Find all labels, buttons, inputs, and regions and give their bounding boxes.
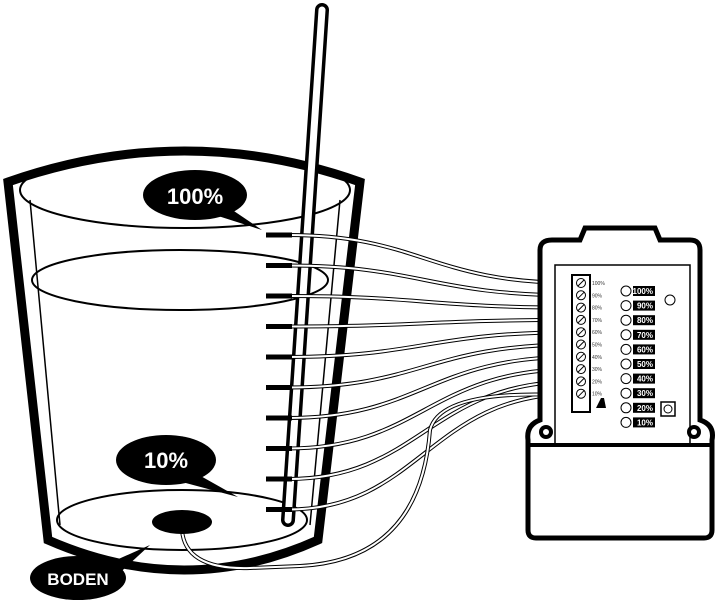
- level-led: [620, 343, 632, 355]
- callout-100-text: 100%: [167, 184, 223, 209]
- led-label: 100%: [633, 287, 653, 296]
- sensor-pin: [266, 232, 292, 238]
- sensor-pin: [266, 446, 292, 451]
- power-led: [664, 294, 676, 306]
- sensor-wires: [287, 233, 576, 512]
- callout-10-text: 10%: [144, 448, 188, 473]
- level-led: [620, 329, 632, 341]
- terminal-label: 100%: [592, 281, 605, 287]
- led-label: 60%: [637, 345, 653, 354]
- reset-button[interactable]: [660, 401, 676, 417]
- led-label-bg: [633, 329, 655, 340]
- led-label: 10%: [637, 418, 653, 427]
- sensor-pin: [266, 354, 292, 360]
- led-label-bg: [633, 417, 655, 428]
- controller-device: 100% 90% 80% 70% 60% 50% 40% 30% 20% 10% 100% 90% 8…: [525, 225, 715, 541]
- led-label: 30%: [637, 389, 653, 398]
- led-label-bg: [633, 344, 655, 355]
- led-label-bg: [633, 373, 655, 384]
- led-label: 40%: [637, 375, 653, 384]
- ground-probe: [152, 510, 212, 534]
- led-label-bg: [633, 300, 655, 311]
- terminal-label: 50%: [592, 343, 603, 349]
- terminal-label: 10%: [592, 392, 603, 398]
- led-label: 50%: [637, 360, 653, 369]
- terminal-label: 30%: [592, 367, 603, 373]
- led-label-bg: [633, 315, 655, 326]
- led-label-bg: [633, 286, 655, 296]
- led-label-bg: [633, 388, 655, 399]
- terminal-label: 70%: [592, 318, 603, 324]
- level-led: [620, 402, 632, 414]
- glass-bottom: [56, 489, 308, 551]
- led-label: 90%: [637, 302, 653, 311]
- sensor-pins: [266, 232, 292, 512]
- sensor-pin: [266, 324, 292, 329]
- level-led: [620, 373, 632, 385]
- sensor-pin: [266, 507, 292, 512]
- terminal-label: 60%: [592, 330, 603, 336]
- level-led: [620, 314, 632, 326]
- callout-boden: BODEN: [30, 545, 150, 600]
- callout-boden-text: BODEN: [47, 570, 108, 589]
- level-led: [620, 285, 632, 297]
- terminal-label: 80%: [592, 306, 603, 312]
- sensor-pin: [266, 263, 292, 268]
- led-label-bg: [633, 402, 655, 413]
- led-label: 80%: [637, 316, 653, 325]
- led-label: 20%: [637, 404, 653, 413]
- sensor-pin: [266, 476, 292, 482]
- level-led: [620, 387, 632, 399]
- ground-symbol-icon: [596, 398, 606, 408]
- sensor-pin: [266, 385, 292, 390]
- glass: [3, 146, 365, 575]
- level-led: [620, 416, 632, 428]
- terminal-label: 40%: [592, 355, 603, 361]
- callout-10: 10%: [116, 435, 238, 497]
- level-led: [620, 300, 632, 312]
- terminal-label: 20%: [592, 379, 603, 385]
- sensor-pin: [266, 293, 292, 299]
- sensor-pin: [266, 415, 292, 421]
- level-led: [620, 358, 632, 370]
- callout-100: 100%: [143, 170, 262, 230]
- led-label: 70%: [637, 331, 653, 340]
- water-level: [31, 249, 329, 311]
- led-label-bg: [633, 359, 655, 369]
- terminal-label: 90%: [592, 293, 603, 299]
